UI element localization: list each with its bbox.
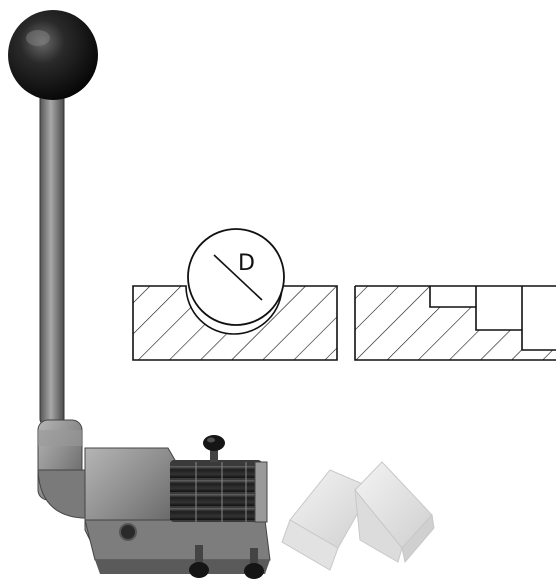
lever-rod xyxy=(39,79,65,426)
bottom-screw-left-icon xyxy=(189,545,209,578)
cross-section-round: D xyxy=(132,228,338,361)
cross-section-stepped xyxy=(354,285,556,361)
cutter-body xyxy=(84,447,271,574)
plastic-blocks xyxy=(281,461,435,571)
lever-hinge xyxy=(37,419,91,519)
diameter-line xyxy=(213,254,263,301)
mount-hole-icon xyxy=(119,523,137,541)
top-screw-icon xyxy=(203,435,225,462)
diameter-label: D xyxy=(238,251,255,276)
diameter-circle xyxy=(187,228,285,326)
knob-icon xyxy=(8,10,98,100)
bottom-screw-right-icon xyxy=(244,548,264,579)
cutter-wheels xyxy=(170,460,268,523)
